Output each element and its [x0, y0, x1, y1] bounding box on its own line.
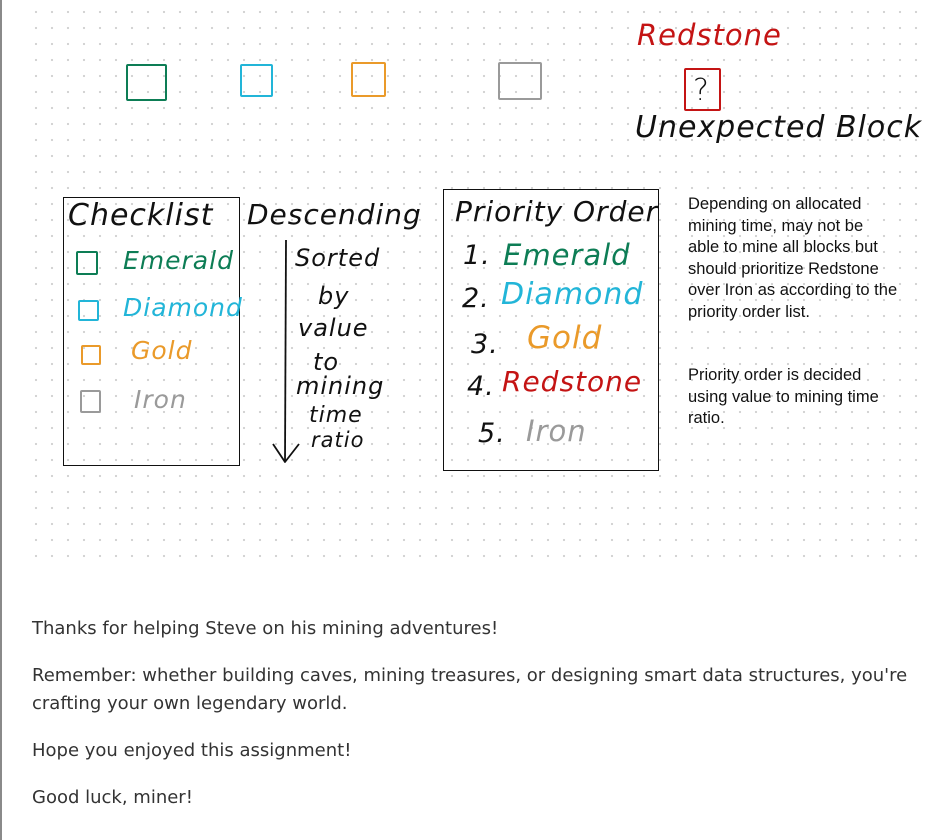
checklist-item-emerald: Emerald	[123, 246, 234, 275]
priority-num-5: 5.	[478, 418, 506, 449]
gold-checkbox-icon	[81, 345, 101, 365]
checklist-box	[63, 197, 240, 466]
question-mark: ?	[693, 73, 710, 108]
checklist-item-gold: Gold	[131, 336, 193, 365]
mystery-block-icon: ?	[684, 68, 721, 111]
emerald-checkbox-icon	[76, 251, 98, 275]
unexpected-block-label: Unexpected Block	[635, 110, 923, 145]
footer-good-luck: Good luck, miner!	[32, 787, 193, 808]
descending-word-by: by	[318, 282, 350, 310]
priority-num-1: 1.	[463, 240, 491, 271]
emerald-block-icon	[126, 64, 167, 101]
priority-item-diamond: Diamond	[501, 277, 644, 312]
descending-title: Descending	[247, 198, 422, 231]
descending-word-to: to	[313, 348, 340, 376]
priority-item-iron: Iron	[526, 414, 587, 448]
checklist-title: Checklist	[68, 198, 214, 233]
footer-thanks: Thanks for helping Steve on his mining a…	[32, 618, 499, 639]
iron-block-icon	[498, 62, 542, 100]
left-border	[0, 0, 2, 840]
iron-checkbox-icon	[80, 390, 101, 413]
note-priority-decided: Priority order is decided using value to…	[688, 366, 879, 427]
redstone-label: Redstone	[637, 18, 782, 52]
descending-word-time: time	[309, 403, 363, 428]
priority-num-3: 3.	[471, 329, 499, 360]
footer-remember: Remember: whether building caves, mining…	[32, 665, 908, 714]
checklist-item-iron: Iron	[134, 385, 187, 414]
dotted-canvas	[22, 0, 928, 560]
footer-hope: Hope you enjoyed this assignment!	[32, 740, 352, 761]
descending-arrow-icon	[272, 239, 300, 463]
priority-num-4: 4.	[467, 371, 495, 402]
priority-item-emerald: Emerald	[503, 238, 631, 272]
priority-order-box	[443, 189, 659, 471]
diamond-checkbox-icon	[78, 300, 99, 321]
note-prioritize: Depending on allocated mining time, may …	[688, 195, 898, 321]
descending-word-mining: mining	[296, 372, 385, 400]
priority-num-2: 2.	[462, 283, 490, 314]
descending-word-ratio: ratio	[311, 428, 365, 452]
descending-word-sorted: Sorted	[295, 244, 381, 272]
gold-block-icon	[351, 62, 386, 97]
checklist-item-diamond: Diamond	[123, 293, 243, 322]
priority-order-title: Priority Order	[455, 195, 659, 228]
descending-word-value: value	[298, 314, 369, 342]
priority-item-gold: Gold	[527, 320, 603, 356]
priority-item-redstone: Redstone	[502, 365, 643, 398]
diamond-block-icon	[240, 64, 273, 97]
